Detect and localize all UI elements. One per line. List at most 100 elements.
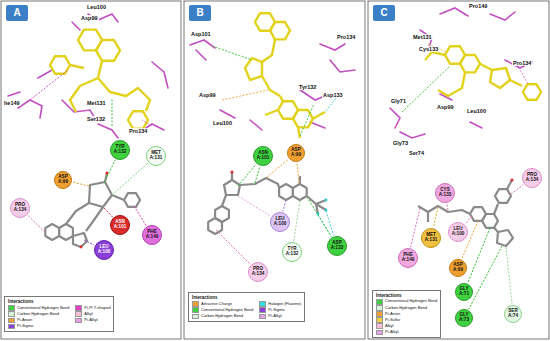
legend-swatch bbox=[8, 305, 15, 311]
illustration-stroke bbox=[184, 1, 365, 339]
residue-circle: ASP A:99 bbox=[449, 259, 467, 277]
interaction-line bbox=[506, 247, 512, 304]
residue-name: ASP A:133 bbox=[331, 241, 344, 251]
illustration-stroke bbox=[326, 98, 336, 111]
legend-row: Pi-Pi T-shaped bbox=[75, 305, 110, 311]
legend-title: Interactions bbox=[8, 299, 110, 304]
residue-circle: ASN A:101 bbox=[253, 146, 273, 166]
legend-row: Pi-Sigma bbox=[8, 324, 69, 330]
legend-text: Alkyl bbox=[84, 312, 92, 317]
legend-text: Conventional Hydrogen Bond bbox=[17, 306, 69, 311]
legend-text: Pi-Alkyl bbox=[84, 318, 97, 323]
illustration-stroke bbox=[240, 178, 279, 188]
interaction-line bbox=[465, 216, 472, 224]
legend-swatch bbox=[75, 318, 82, 324]
illustration-stroke bbox=[112, 98, 113, 126]
illustration-stroke bbox=[212, 46, 252, 60]
interaction-line bbox=[238, 165, 256, 187]
interaction-line bbox=[294, 201, 300, 241]
illustration-stroke bbox=[70, 65, 84, 68]
legend-box: InteractionsAttractive ChargeConventiona… bbox=[188, 292, 305, 322]
residue-sticks bbox=[390, 8, 532, 138]
illustration-stroke bbox=[128, 111, 148, 128]
illustration-stroke bbox=[495, 189, 511, 203]
illustration-stroke bbox=[112, 195, 124, 200]
legend-title: Interactions bbox=[376, 293, 437, 298]
legend-text: Pi-Anion bbox=[385, 312, 400, 317]
residue-circle: PHE A:149 bbox=[142, 225, 162, 245]
interaction-line bbox=[511, 185, 523, 194]
legend-row: Conventional Hydrogen Bond bbox=[376, 299, 437, 305]
legend-row: Attractive Charge bbox=[192, 301, 253, 307]
legend-box: InteractionsConventional Hydrogen BondCa… bbox=[4, 296, 114, 332]
illustration-stroke bbox=[482, 214, 498, 228]
illustration-stroke bbox=[298, 127, 300, 138]
residue-circle: MET A:131 bbox=[421, 228, 441, 248]
interaction-line bbox=[216, 230, 250, 264]
interaction-line bbox=[104, 160, 115, 183]
residue-name: MET A:131 bbox=[150, 151, 163, 161]
legend-row: Pi-Sigma bbox=[259, 307, 301, 313]
illustration-stroke bbox=[440, 8, 468, 16]
illustration-stroke bbox=[427, 212, 429, 222]
interaction-line bbox=[283, 200, 286, 211]
illustration-stroke bbox=[390, 108, 400, 128]
interaction-line bbox=[104, 208, 113, 217]
residue-circle: MET A:131 bbox=[146, 146, 166, 166]
residue-name: MET A:131 bbox=[425, 233, 438, 243]
illustration-stroke bbox=[523, 84, 541, 100]
residue-label: Gly73 bbox=[392, 140, 409, 146]
legend-swatch bbox=[75, 311, 82, 317]
residue-label: Pro149 bbox=[468, 3, 488, 9]
interaction-line bbox=[238, 196, 271, 216]
illustration-stroke bbox=[222, 90, 268, 100]
legend-text: Conventional Hydrogen Bond bbox=[201, 308, 253, 313]
illustration-stroke bbox=[400, 132, 425, 138]
illustration-stroke bbox=[152, 62, 168, 88]
residue-label: Asp99 bbox=[80, 15, 99, 21]
illustration-stroke bbox=[280, 96, 283, 101]
illustration-stroke bbox=[505, 60, 532, 68]
residue-name: GLY A:71 bbox=[459, 287, 469, 297]
legend-swatch bbox=[8, 318, 15, 324]
residue-name: TYR A:132 bbox=[286, 247, 299, 257]
panel-badge: A bbox=[6, 5, 28, 21]
legend-row: Conventional Hydrogen Bond bbox=[192, 307, 253, 313]
legend-row: Carbon Hydrogen Bond bbox=[192, 314, 253, 320]
legend-swatch bbox=[259, 314, 266, 320]
illustration-stroke bbox=[124, 193, 140, 207]
legend-text: Pi-Alkyl bbox=[268, 314, 281, 319]
legend-grid: Attractive ChargeConventional Hydrogen B… bbox=[192, 301, 301, 319]
illustration-stroke bbox=[18, 100, 42, 118]
panel-badge: B bbox=[189, 5, 211, 21]
residue-label: Asp99 bbox=[198, 92, 217, 98]
panel-letter: C bbox=[380, 8, 387, 18]
illustration-stroke bbox=[470, 122, 482, 128]
residue-label: Tyr132 bbox=[298, 84, 317, 90]
legend-row: Pi-Alkyl bbox=[259, 314, 301, 320]
illustration-stroke bbox=[265, 110, 278, 115]
residue-label: Met131 bbox=[412, 34, 433, 40]
legend-row: Pi-Anion bbox=[8, 318, 69, 324]
illustration-stroke bbox=[70, 78, 98, 112]
illustration-stroke bbox=[72, 22, 80, 30]
ligand-sticks bbox=[50, 30, 150, 129]
legend-row: Carbon Hydrogen Bond bbox=[376, 305, 437, 311]
interaction-line bbox=[297, 163, 299, 183]
legend-swatch bbox=[376, 311, 383, 317]
residue-name: SER A:74 bbox=[508, 309, 518, 319]
residue-circle: ASP A:99 bbox=[287, 144, 305, 162]
interaction-line bbox=[307, 197, 331, 237]
legend-grid: Conventional Hydrogen BondCarbon Hydroge… bbox=[376, 299, 437, 335]
interaction-line bbox=[28, 216, 45, 232]
legend-text: Attractive Charge bbox=[201, 302, 232, 307]
legend-row: Alkyl bbox=[376, 323, 437, 329]
legend-swatch bbox=[8, 311, 15, 317]
residue-label: Leu100 bbox=[466, 108, 487, 114]
interaction-line bbox=[84, 240, 94, 245]
residue-sticks bbox=[8, 14, 168, 138]
legend-swatch bbox=[376, 330, 383, 336]
residue-label: he149 bbox=[3, 100, 21, 106]
illustration-stroke bbox=[66, 203, 89, 224]
residue-label: Leu100 bbox=[86, 4, 107, 10]
